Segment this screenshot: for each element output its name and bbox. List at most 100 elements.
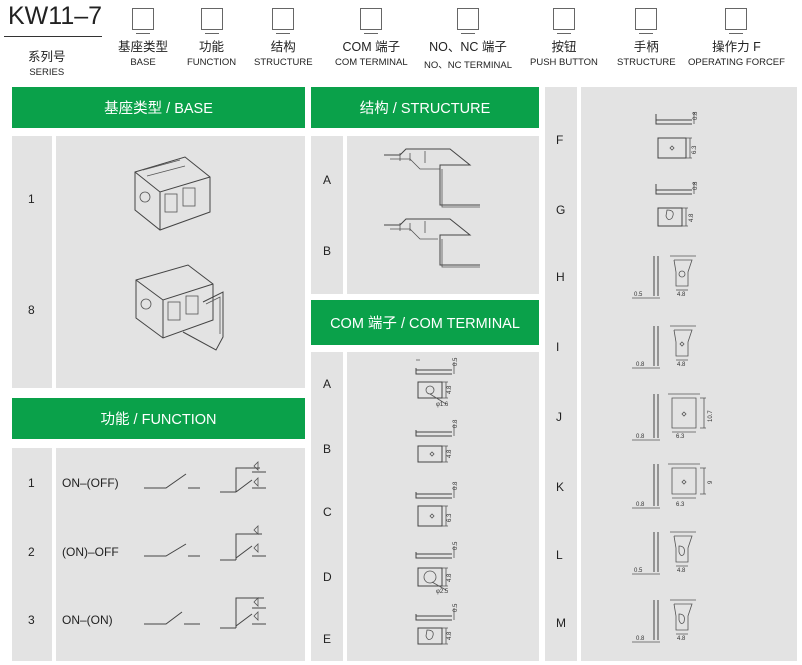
code-dash: [639, 33, 654, 34]
com-e-dim-2: 4.8: [447, 631, 453, 640]
com-c-dim-2: 6.3: [447, 513, 453, 522]
handle-j-dim-3: 10.7: [708, 410, 714, 422]
handle-j-drawing: 0.8 6.3 10.7: [632, 393, 714, 441]
base-1-drawing: [134, 156, 211, 231]
structure-header: 结构 / STRUCTURE: [311, 87, 539, 128]
handle-code-l: L: [556, 548, 563, 562]
function-code-3: 3: [28, 613, 35, 627]
base-header: 基座类型 / BASE: [12, 87, 305, 128]
handle-g-dim-1: 0.8: [693, 181, 699, 190]
function-label-1: ON–(OFF): [62, 476, 119, 490]
code-dash: [276, 33, 291, 34]
code-dash: [136, 33, 150, 34]
code-dash: [204, 33, 219, 34]
code-en: SERIES: [29, 67, 65, 78]
code-cn: 结构: [270, 40, 296, 54]
function-panel: [12, 448, 305, 661]
handle-g-drawing: 0.8 4.8: [655, 181, 699, 227]
function-3-symbol: [144, 597, 266, 629]
code-box: [725, 8, 748, 30]
code-box: [552, 8, 575, 30]
structure-divider: [343, 136, 347, 294]
code-dash: [729, 33, 744, 34]
com-code-d: D: [323, 570, 332, 584]
code-col-handle: 手柄 STRUCTURE: [617, 8, 676, 68]
handle-j-dim-2: 6.3: [676, 434, 685, 440]
com-code-a: A: [323, 377, 332, 391]
function-label-2: (ON)–OFF: [62, 545, 119, 559]
handle-k-drawing: 0.8 6.3 9: [632, 463, 714, 509]
handle-h-drawing: 0.5 4.8: [632, 255, 696, 299]
handle-i-drawing: 0.8 4.8: [632, 325, 696, 369]
com-code-c: C: [323, 505, 332, 519]
com-c-drawing: 0.8 6.3: [415, 481, 459, 527]
handle-m-drawing: 0.8 4.8: [632, 599, 696, 643]
code-cn: NO、NC 端子: [429, 40, 507, 54]
function-1-symbol: [144, 461, 266, 493]
handle-f-dim-1: 0.8: [693, 111, 699, 120]
handle-code-m: M: [556, 616, 566, 630]
com-d-dim-3: φ2.5: [436, 589, 449, 595]
com-a-dim-2: 4.8: [447, 385, 453, 394]
com-a-dim-3: φ1.6: [436, 402, 449, 408]
handle-l-dim-1: 0.5: [634, 568, 643, 574]
com-a-dim-1: 0.5: [453, 357, 459, 366]
code-col-com-terminal: COM 端子 COM TERMINAL: [335, 8, 408, 68]
handle-code-h: H: [556, 270, 565, 284]
handle-j-dim-1: 0.8: [636, 434, 645, 440]
code-col-series: 系列号 SERIES: [28, 44, 66, 78]
com-e-dim-1: 0.5: [453, 603, 459, 612]
code-cn: 按钮: [551, 40, 577, 54]
code-en: COM TERMINAL: [335, 57, 408, 68]
com-d-dim-1: 0.5: [453, 541, 459, 550]
base-8-drawing: [135, 264, 224, 351]
function-divider: [52, 448, 56, 661]
code-cn: 操作力 F: [712, 40, 761, 54]
base-code-1: 1: [28, 192, 35, 206]
com-b-dim-2: 4.8: [447, 449, 453, 458]
code-en: FUNCTION: [187, 57, 237, 68]
handle-m-dim-2: 4.8: [677, 636, 686, 642]
structure-code-b: B: [323, 244, 332, 258]
handle-divider: [577, 87, 581, 661]
handle-panel: [545, 87, 797, 661]
handle-i-dim-2: 4.8: [677, 362, 686, 368]
handle-h-dim-1: 0.5: [634, 292, 643, 298]
code-cn: 功能: [199, 40, 225, 54]
base-panel: [12, 136, 305, 388]
com-c-dim-1: 0.8: [453, 481, 459, 490]
code-col-structure: 结构 STRUCTURE: [254, 8, 313, 68]
com-d-dim-2: 4.8: [447, 573, 453, 582]
code-col-operating-force: 操作力 F OPERATING FORCEF: [688, 8, 785, 68]
com-code-e: E: [323, 632, 332, 646]
structure-code-a: A: [323, 173, 332, 187]
code-cn: 基座类型: [118, 40, 169, 54]
handle-code-i: I: [556, 340, 560, 354]
title-underline: [4, 36, 102, 37]
handle-code-g: G: [556, 203, 566, 217]
com-code-b: B: [323, 442, 332, 456]
handle-g-dim-2: 4.8: [689, 213, 695, 222]
handle-k-dim-1: 0.8: [636, 502, 645, 508]
handle-code-j: J: [556, 410, 562, 424]
code-dash: [460, 33, 475, 34]
code-col-no-nc-terminal: NO、NC 端子 NO、NC TERMINAL: [424, 8, 512, 71]
code-en: PUSH BUTTON: [530, 57, 598, 68]
function-code-2: 2: [28, 545, 35, 559]
function-label-3: ON–(ON): [62, 613, 113, 627]
code-dash: [556, 33, 571, 34]
page-title: KW11–7: [8, 2, 103, 30]
com-e-drawing: 0.5 4.8: [415, 603, 459, 645]
code-en: STRUCTURE: [254, 57, 313, 68]
handle-k-dim-2: 6.3: [676, 502, 685, 508]
handle-h-dim-2: 4.8: [677, 292, 686, 298]
code-cn: 手柄: [633, 40, 659, 54]
base-code-8: 8: [28, 303, 35, 317]
com-terminal-header: COM 端子 / COM TERMINAL: [311, 300, 539, 345]
code-cn: 系列号: [28, 50, 66, 64]
code-box: [272, 8, 295, 30]
code-col-push-button: 按钮 PUSH BUTTON: [530, 8, 598, 68]
handle-f-drawing: 0.8 6.3: [655, 111, 699, 159]
com-a-drawing: 0.5 4.8 φ1.6: [415, 357, 459, 408]
handle-l-drawing: 0.5 4.8: [632, 531, 696, 575]
